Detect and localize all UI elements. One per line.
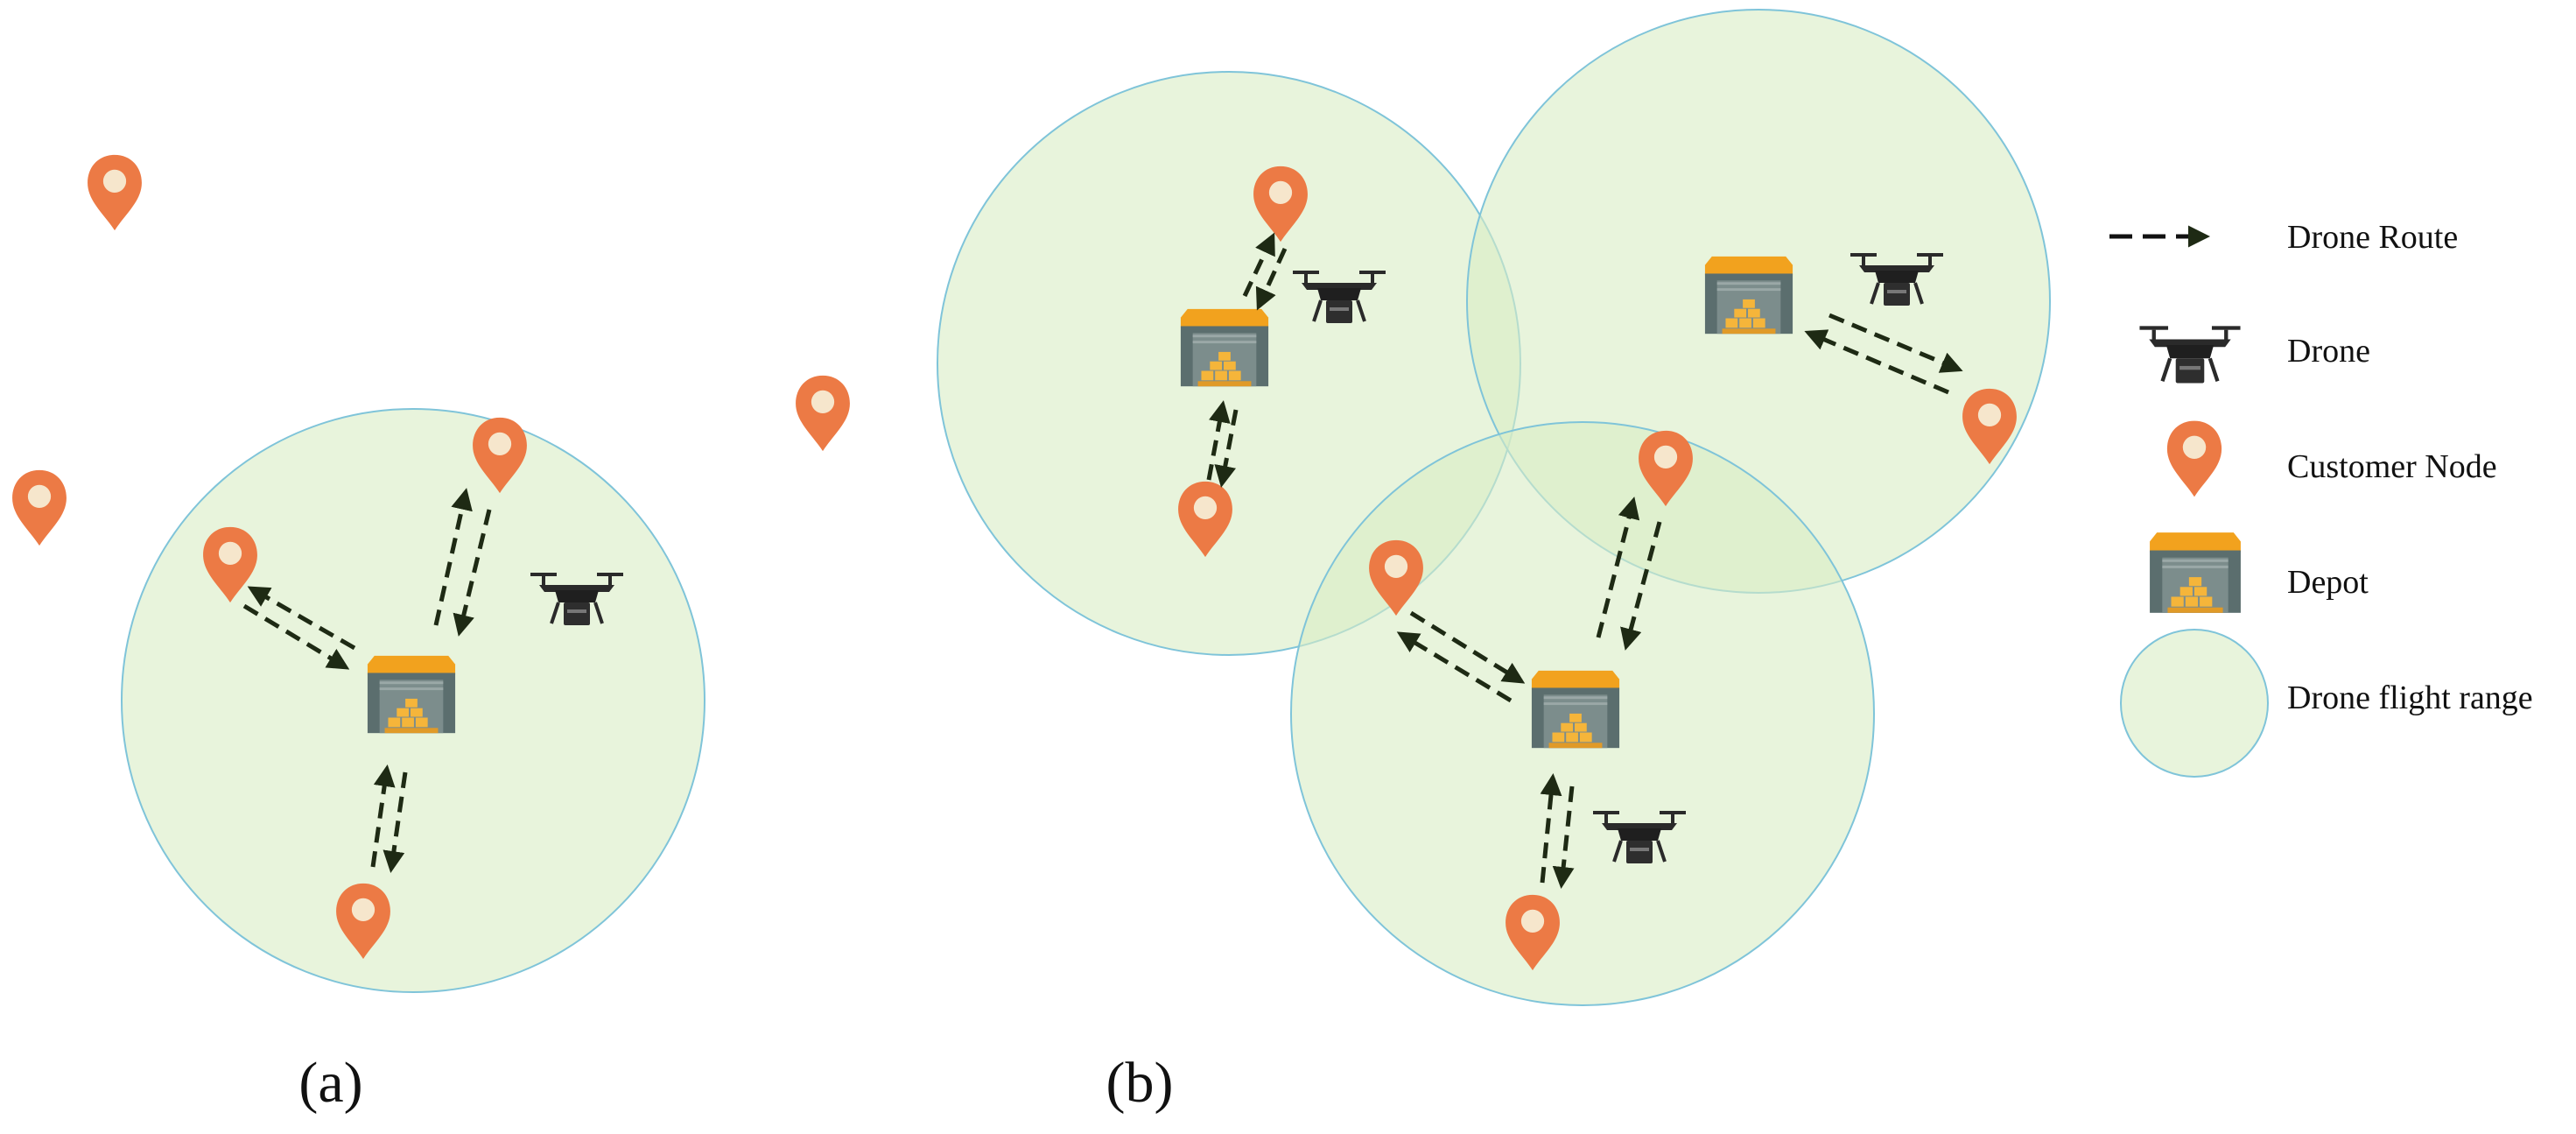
legend-range-label: Drone flight range	[2287, 680, 2533, 716]
panel-label-b: (b)	[1106, 1051, 1174, 1115]
depot-icon	[367, 655, 456, 734]
drone-icon	[2139, 326, 2240, 383]
legend-item-depot: Depot	[2150, 532, 2369, 613]
depot-icon	[1531, 670, 1620, 749]
drone-route	[1804, 313, 1963, 395]
legend-item-customer: Customer Node	[2166, 420, 2497, 497]
depot-icon	[1704, 256, 1793, 335]
warehouse-icon	[2150, 532, 2241, 613]
panel-a	[12, 154, 850, 993]
flight-range-swatch	[2120, 629, 2269, 778]
depot-icon	[1180, 308, 1269, 387]
drone-route	[242, 488, 492, 873]
panel-b	[937, 9, 2051, 1006]
legend-item-route: Drone Route	[2109, 219, 2458, 256]
legend-item-drone: Drone	[2139, 326, 2370, 383]
drone-route	[1396, 497, 1662, 889]
map-pin-icon	[2166, 420, 2222, 497]
customer-node-icon	[88, 154, 142, 231]
legend-customer-label: Customer Node	[2287, 448, 2497, 485]
legend-item-range: Drone flight range	[2120, 629, 2533, 778]
panel-label-a: (a)	[298, 1051, 362, 1115]
customer-node-icon	[12, 469, 67, 546]
legend-depot-label: Depot	[2287, 564, 2369, 601]
legend-drone-label: Drone	[2287, 333, 2370, 370]
legend: Drone Route Drone Customer Node Depot Dr…	[2109, 219, 2533, 778]
legend-route-label: Drone Route	[2287, 219, 2458, 256]
drone-route	[1206, 232, 1288, 488]
customer-node-icon	[796, 375, 850, 452]
